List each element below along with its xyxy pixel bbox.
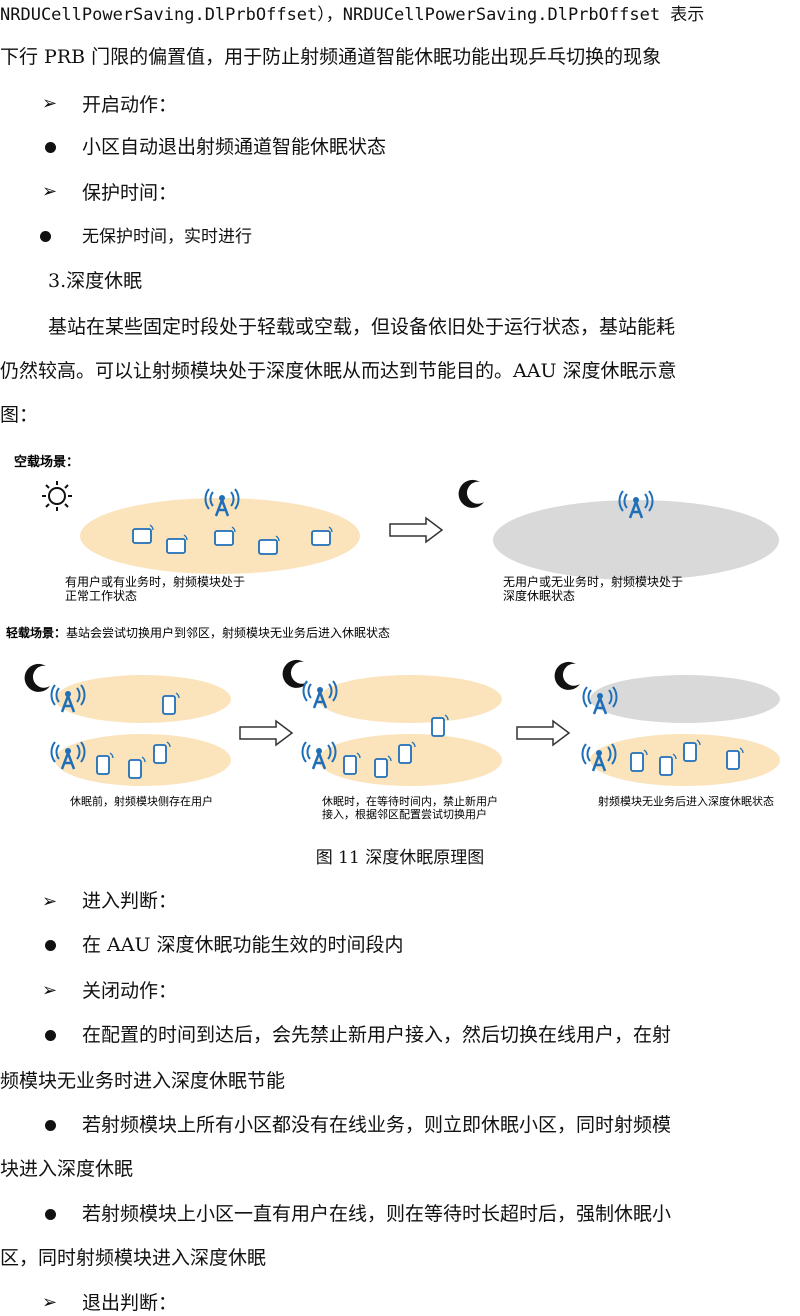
arrow-right-icon: [239, 720, 293, 746]
list-item-continued: 频模块无业务时进入深度休眠节能: [0, 1070, 286, 1092]
empty-scene-title: 空载场景：: [14, 454, 79, 470]
list-item: 在 AAU 深度休眠功能生效的时间段内: [82, 934, 404, 956]
paragraph-line: NRDUCellPowerSaving.DlPrbOffset），NRDUCel…: [0, 5, 705, 25]
fig-label: 无用户或无业务时，射频模块处于: [503, 574, 683, 589]
paragraph-line: 基站在某些固定时段处于轻载或空载，但设备依旧处于运行状态，基站能耗: [48, 316, 676, 338]
deep-sleep-diagram: 空载场景： 有用户或有业务时，射频模块处于 正常工作状态 无用户或无业务时，射频…: [6, 454, 780, 821]
bullet-dot-icon: [45, 1120, 56, 1131]
fig-label: 休眠时，在等待时间内，禁止新用户: [322, 794, 498, 808]
section-heading: 3.深度休眠: [48, 270, 143, 292]
figure-caption: 图 11 深度休眠原理图: [315, 848, 485, 868]
light-scene-title: 轻载场景：基站会尝试切换用户到邻区，射频模块无业务后进入休眠状态: [6, 625, 390, 640]
sleeping-cell-area: [493, 500, 779, 580]
bullet-dot-icon: [45, 1209, 56, 1220]
sun-icon: [42, 481, 72, 511]
arrow-right-icon: [389, 517, 443, 543]
arrow-bullet-icon: ➢: [42, 181, 58, 202]
fig-label: 有用户或有业务时，射频模块处于: [65, 574, 245, 589]
list-heading: 进入判断：: [82, 890, 178, 912]
moon-icon: [458, 479, 484, 508]
bullet-dot-icon: [40, 231, 51, 242]
light-scene-title-rest: 基站会尝试切换用户到邻区，射频模块无业务后进入休眠状态: [66, 625, 390, 640]
list-heading: 关闭动作：: [82, 980, 178, 1002]
list-heading: 退出判断：: [82, 1292, 178, 1314]
arrow-bullet-icon: ➢: [42, 980, 58, 1001]
arrow-bullet-icon: ➢: [42, 891, 58, 912]
fig-label: 接入，根据邻区配置尝试切换用户: [322, 807, 487, 821]
fig-label: 休眠前，射频模块侧存在用户: [70, 794, 213, 808]
arrow-bullet-icon: ➢: [42, 1292, 58, 1313]
list-heading: 开启动作：: [82, 94, 178, 116]
sleeping-cell-area: [590, 675, 780, 723]
paragraph-line: 仍然较高。可以让射频模块处于深度休眠从而达到节能目的。AAU 深度休眠示意: [0, 360, 677, 382]
list-item: 若射频模块上小区一直有用户在线，则在等待时长超时后，强制休眠小: [82, 1203, 672, 1225]
bullet-dot-icon: [45, 142, 56, 153]
light-scene-title-bold: 轻载场景：: [6, 625, 66, 640]
fig-label: 射频模块无业务后进入深度休眠状态: [598, 794, 774, 808]
bullet-dot-icon: [45, 940, 56, 951]
bullet-dot-icon: [45, 1030, 56, 1041]
arrow-bullet-icon: ➢: [42, 93, 58, 114]
list-item: 若射频模块上所有小区都没有在线业务，则立即休眠小区，同时射频模: [82, 1114, 672, 1136]
list-item: 在配置的时间到达后，会先禁止新用户接入，然后切换在线用户，在射: [82, 1024, 672, 1046]
fig-label: 正常工作状态: [65, 589, 137, 603]
active-cell-area: [318, 675, 502, 723]
moon-icon: [554, 661, 580, 690]
list-item: 无保护时间，实时进行: [82, 227, 252, 247]
paragraph-line: 图：: [0, 404, 39, 426]
list-heading: 保护时间：: [82, 182, 178, 204]
moon-icon: [24, 663, 50, 692]
list-item: 小区自动退出射频通道智能休眠状态: [82, 136, 387, 158]
list-item-continued: 块进入深度休眠: [0, 1158, 134, 1180]
fig-label: 深度休眠状态: [503, 588, 575, 603]
paragraph-line: 下行 PRB 门限的偏置值，用于防止射频通道智能休眠功能出现乒乓切换的现象: [0, 46, 662, 68]
arrow-right-icon: [516, 720, 570, 746]
list-item-continued: 区，同时射频模块进入深度休眠: [0, 1247, 267, 1269]
active-cell-area: [55, 675, 231, 723]
